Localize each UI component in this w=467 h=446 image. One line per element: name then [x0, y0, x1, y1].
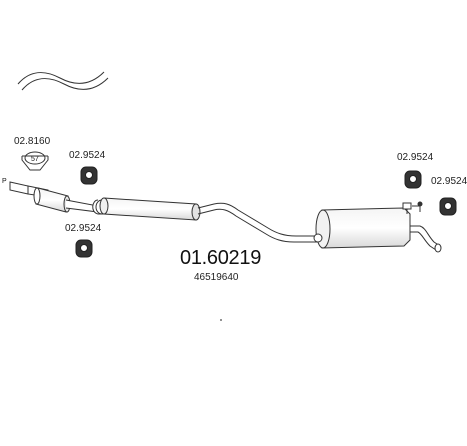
bracket-detail: [412, 201, 423, 212]
middle-silencer: [92, 197, 201, 221]
hanger-icon-right-upper: [404, 170, 422, 189]
assembly-part-number: 01.60219: [180, 247, 262, 269]
hanger-right-lower-label: 02.9524: [431, 176, 467, 187]
front-silencer: [33, 187, 99, 213]
hanger-icon-left-upper: [80, 166, 98, 185]
hanger-icon-right-lower: [439, 197, 457, 216]
hanger-right-upper-label: 02.9524: [397, 152, 434, 163]
rear-bracket: [402, 202, 412, 214]
break-mark-top: [17, 71, 109, 91]
tailpipe: [410, 225, 442, 253]
clamp-part-label: 02.8160: [14, 136, 51, 147]
stray-dot: [220, 319, 222, 321]
hanger-left-upper-label: 02.9524: [69, 150, 106, 161]
flange-marker: P: [2, 178, 7, 185]
clamp-icon: [21, 151, 49, 171]
rear-silencer: [313, 207, 411, 249]
middle-pipe: [197, 202, 322, 243]
clamp-size-label: 57: [31, 156, 39, 163]
hanger-icon-left-lower: [75, 239, 93, 258]
hanger-left-lower-label: 02.9524: [65, 223, 102, 234]
oem-number: 46519640: [194, 272, 239, 283]
